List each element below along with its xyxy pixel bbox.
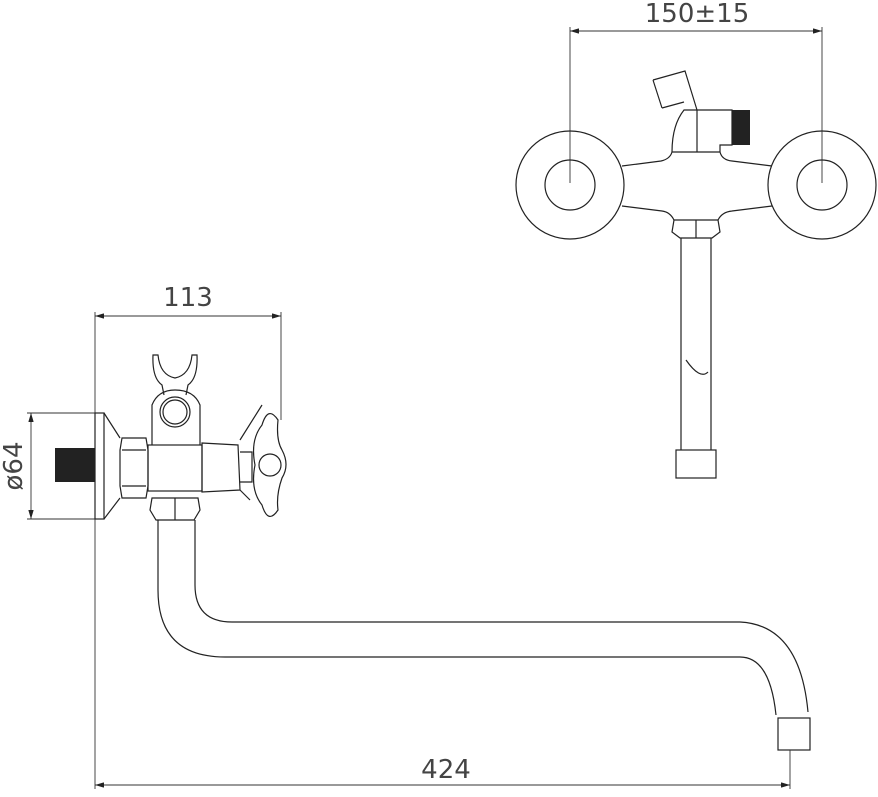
dimension-label-113: 113 <box>163 283 213 313</box>
dimension-label-150: 150±15 <box>645 0 750 29</box>
thread-icon <box>732 110 750 145</box>
right-eccentric-inner <box>796 159 848 211</box>
aerator <box>777 717 811 751</box>
shower-column <box>151 389 201 445</box>
shower-holder <box>652 70 698 111</box>
body-top-outline <box>621 151 773 167</box>
cross-handle-icon[interactable] <box>252 413 287 517</box>
spout-nut <box>671 219 721 239</box>
dimension-label-424: 424 <box>421 755 471 785</box>
valve-body <box>147 444 203 492</box>
shower-holder-ring-inner <box>162 399 188 425</box>
shower-holder-clip <box>152 354 198 396</box>
wall-flange <box>94 412 105 520</box>
diverter-valve <box>201 442 253 493</box>
flange-cone <box>103 412 121 520</box>
handle-cap <box>258 453 282 477</box>
shower-outlet <box>671 109 733 153</box>
front-view: 113 ø64 424 <box>0 283 811 789</box>
spout-nut <box>149 497 201 521</box>
left-eccentric-inner <box>544 159 596 211</box>
left-eccentric-flange <box>515 130 625 240</box>
body-bottom-outline <box>621 205 773 221</box>
dimension-label-diameter: ø64 <box>0 442 29 491</box>
spout-pipe <box>680 238 712 450</box>
thread-icon <box>55 448 95 482</box>
spout-pipe <box>157 520 809 716</box>
right-eccentric-flange <box>767 130 877 240</box>
hex-nut <box>119 437 149 499</box>
shower-holder-ring <box>159 396 191 428</box>
aerator <box>675 449 717 479</box>
handle-arm <box>239 404 263 501</box>
top-view: 150±15 <box>515 0 877 479</box>
